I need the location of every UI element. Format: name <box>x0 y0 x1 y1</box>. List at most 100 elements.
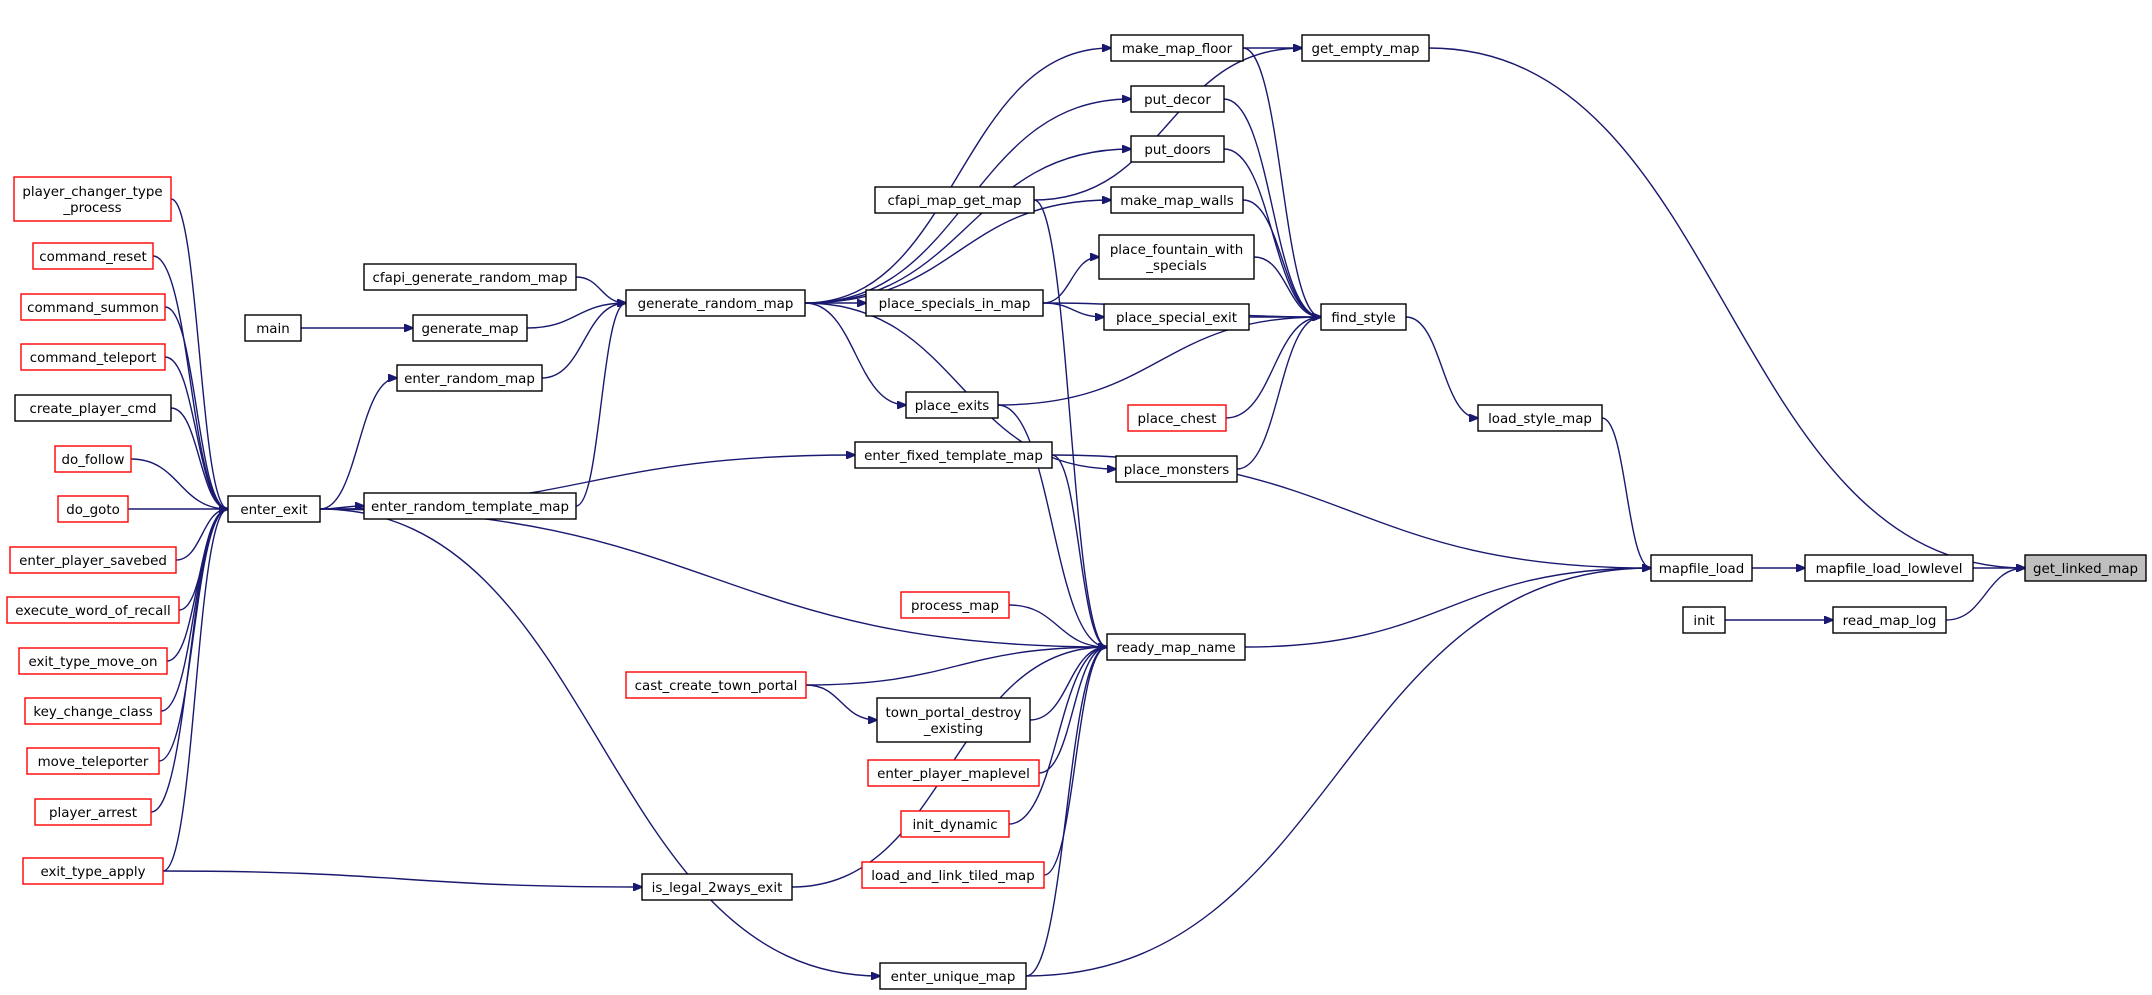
node-make_map_walls[interactable]: make_map_walls <box>1110 186 1244 214</box>
node-box <box>1320 303 1407 331</box>
node-label: enter_player_maplevel <box>877 767 1030 782</box>
node-box <box>412 314 528 342</box>
node-box <box>1804 554 1974 582</box>
edge-generate_random_map-to-put_doors <box>804 149 1131 304</box>
node-is_legal_2ways_exit[interactable]: is_legal_2ways_exit <box>641 873 793 901</box>
edge-place_specials_in_map-to-place_special_exit <box>1042 302 1104 317</box>
node-box <box>1130 85 1225 113</box>
node-command_summon[interactable]: command_summon <box>20 293 166 321</box>
node-mapfile_load[interactable]: mapfile_load <box>1650 554 1753 582</box>
node-mapfile_load_lowlevel[interactable]: mapfile_load_lowlevel <box>1804 554 1974 582</box>
edge-enter_fixed_template_map-to-ready_map_name <box>1051 454 1107 647</box>
node-box <box>20 343 166 371</box>
node-init[interactable]: init <box>1682 606 1726 634</box>
node-player_arrest[interactable]: player_arrest <box>34 798 152 826</box>
node-label: cast_create_town_portal <box>635 679 798 694</box>
node-exit_type_move_on[interactable]: exit_type_move_on <box>18 647 168 675</box>
node-enter_random_map[interactable]: enter_random_map <box>396 364 543 392</box>
node-box <box>867 759 1040 787</box>
node-enter_fixed_template_map[interactable]: enter_fixed_template_map <box>854 441 1053 469</box>
edge-generate_random_map-to-make_map_floor <box>804 48 1111 304</box>
node-label: player_changer_type <box>22 185 162 200</box>
edge-load_and_link_tiled_map-to-ready_map_name <box>1043 647 1107 876</box>
node-label: load_style_map <box>1488 412 1592 427</box>
node-box <box>34 798 152 826</box>
edge-enter_random_template_map-to-generate_random_map <box>575 303 626 507</box>
node-place_chest[interactable]: place_chest <box>1127 404 1227 432</box>
node-generate_random_map[interactable]: generate_random_map <box>625 289 806 317</box>
node-box <box>1127 404 1227 432</box>
node-load_style_map[interactable]: load_style_map <box>1477 404 1603 432</box>
node-command_teleport[interactable]: command_teleport <box>20 343 166 371</box>
node-command_reset[interactable]: command_reset <box>32 242 154 270</box>
node-label: enter_exit <box>240 503 307 518</box>
node-box <box>1130 135 1225 163</box>
node-label: execute_word_of_recall <box>15 604 170 619</box>
node-process_map[interactable]: process_map <box>900 591 1010 619</box>
node-label: ready_map_name <box>1116 641 1235 656</box>
node-key_change_class[interactable]: key_change_class <box>24 697 162 725</box>
node-read_map_log[interactable]: read_map_log <box>1832 606 1947 634</box>
node-label: place_chest <box>1137 412 1216 427</box>
node-place_exits[interactable]: place_exits <box>905 391 999 419</box>
node-get_empty_map[interactable]: get_empty_map <box>1301 34 1430 62</box>
node-box <box>227 495 321 523</box>
node-put_doors[interactable]: put_doors <box>1130 135 1225 163</box>
node-box <box>244 314 302 342</box>
node-label: init_dynamic <box>912 818 997 833</box>
node-label: key_change_class <box>33 705 152 720</box>
node-move_teleporter[interactable]: move_teleporter <box>26 747 160 775</box>
node-enter_random_template_map[interactable]: enter_random_template_map <box>363 492 577 520</box>
node-label: make_map_walls <box>1120 194 1234 209</box>
node-generate_map[interactable]: generate_map <box>412 314 528 342</box>
node-load_and_link_tiled_map[interactable]: load_and_link_tiled_map <box>861 861 1045 889</box>
node-place_special_exit[interactable]: place_special_exit <box>1103 303 1250 331</box>
edge-enter_exit-to-ready_map_name <box>319 508 1107 647</box>
edge-make_map_walls-to-find_style <box>1242 199 1321 317</box>
edge-cfapi_map_get_map-to-get_empty_map <box>1033 48 1302 201</box>
node-get_linked_map[interactable]: get_linked_map <box>2024 554 2147 582</box>
edge-town_portal_destroy_existing-to-ready_map_name <box>1029 647 1107 721</box>
node-place_fountain_with_specials[interactable]: place_fountain_with_specials <box>1098 234 1255 280</box>
node-player_changer_type_process[interactable]: player_changer_type_process <box>13 176 172 222</box>
node-enter_unique_map[interactable]: enter_unique_map <box>879 962 1027 990</box>
node-init_dynamic[interactable]: init_dynamic <box>900 810 1010 838</box>
node-place_monsters[interactable]: place_monsters <box>1115 455 1238 483</box>
node-place_specials_in_map[interactable]: place_specials_in_map <box>865 289 1044 317</box>
node-find_style[interactable]: find_style <box>1320 303 1407 331</box>
node-town_portal_destroy_existing[interactable]: town_portal_destroy_existing <box>876 697 1031 743</box>
node-label: mapfile_load <box>1659 562 1744 577</box>
node-exit_type_apply[interactable]: exit_type_apply <box>22 857 164 885</box>
node-label: command_summon <box>27 301 159 316</box>
node-main[interactable]: main <box>244 314 302 342</box>
node-label: enter_player_savebed <box>19 554 167 569</box>
edge-command_summon-to-enter_exit <box>164 306 228 509</box>
node-box <box>879 962 1027 990</box>
node-make_map_floor[interactable]: make_map_floor <box>1110 34 1244 62</box>
node-cast_create_town_portal[interactable]: cast_create_town_portal <box>625 671 807 699</box>
node-label: town_portal_destroy <box>886 706 1022 721</box>
node-enter_player_savebed[interactable]: enter_player_savebed <box>9 546 177 574</box>
node-put_decor[interactable]: put_decor <box>1130 85 1225 113</box>
node-do_follow[interactable]: do_follow <box>54 445 132 473</box>
node-do_goto[interactable]: do_goto <box>57 495 129 523</box>
node-enter_exit[interactable]: enter_exit <box>227 495 321 523</box>
node-ready_map_name[interactable]: ready_map_name <box>1106 633 1246 661</box>
node-label: put_doors <box>1144 143 1210 158</box>
node-cfapi_map_get_map[interactable]: cfapi_map_get_map <box>874 186 1035 214</box>
node-box <box>625 671 807 699</box>
node-box <box>625 289 806 317</box>
node-cfapi_generate_random_map[interactable]: cfapi_generate_random_map <box>363 263 577 291</box>
node-label: place_special_exit <box>1116 311 1237 326</box>
edge-cfapi_map_get_map-to-ready_map_name <box>1033 199 1107 647</box>
node-execute_word_of_recall[interactable]: execute_word_of_recall <box>6 596 180 624</box>
node-box <box>32 242 154 270</box>
node-box <box>363 263 577 291</box>
node-box <box>22 857 164 885</box>
edge-generate_random_map-to-make_map_walls <box>804 200 1111 304</box>
node-enter_player_maplevel[interactable]: enter_player_maplevel <box>867 759 1040 787</box>
node-label: exit_type_move_on <box>29 655 158 670</box>
node-create_player_cmd[interactable]: create_player_cmd <box>14 394 172 422</box>
node-box <box>1103 303 1250 331</box>
node-label: find_style <box>1331 311 1395 326</box>
